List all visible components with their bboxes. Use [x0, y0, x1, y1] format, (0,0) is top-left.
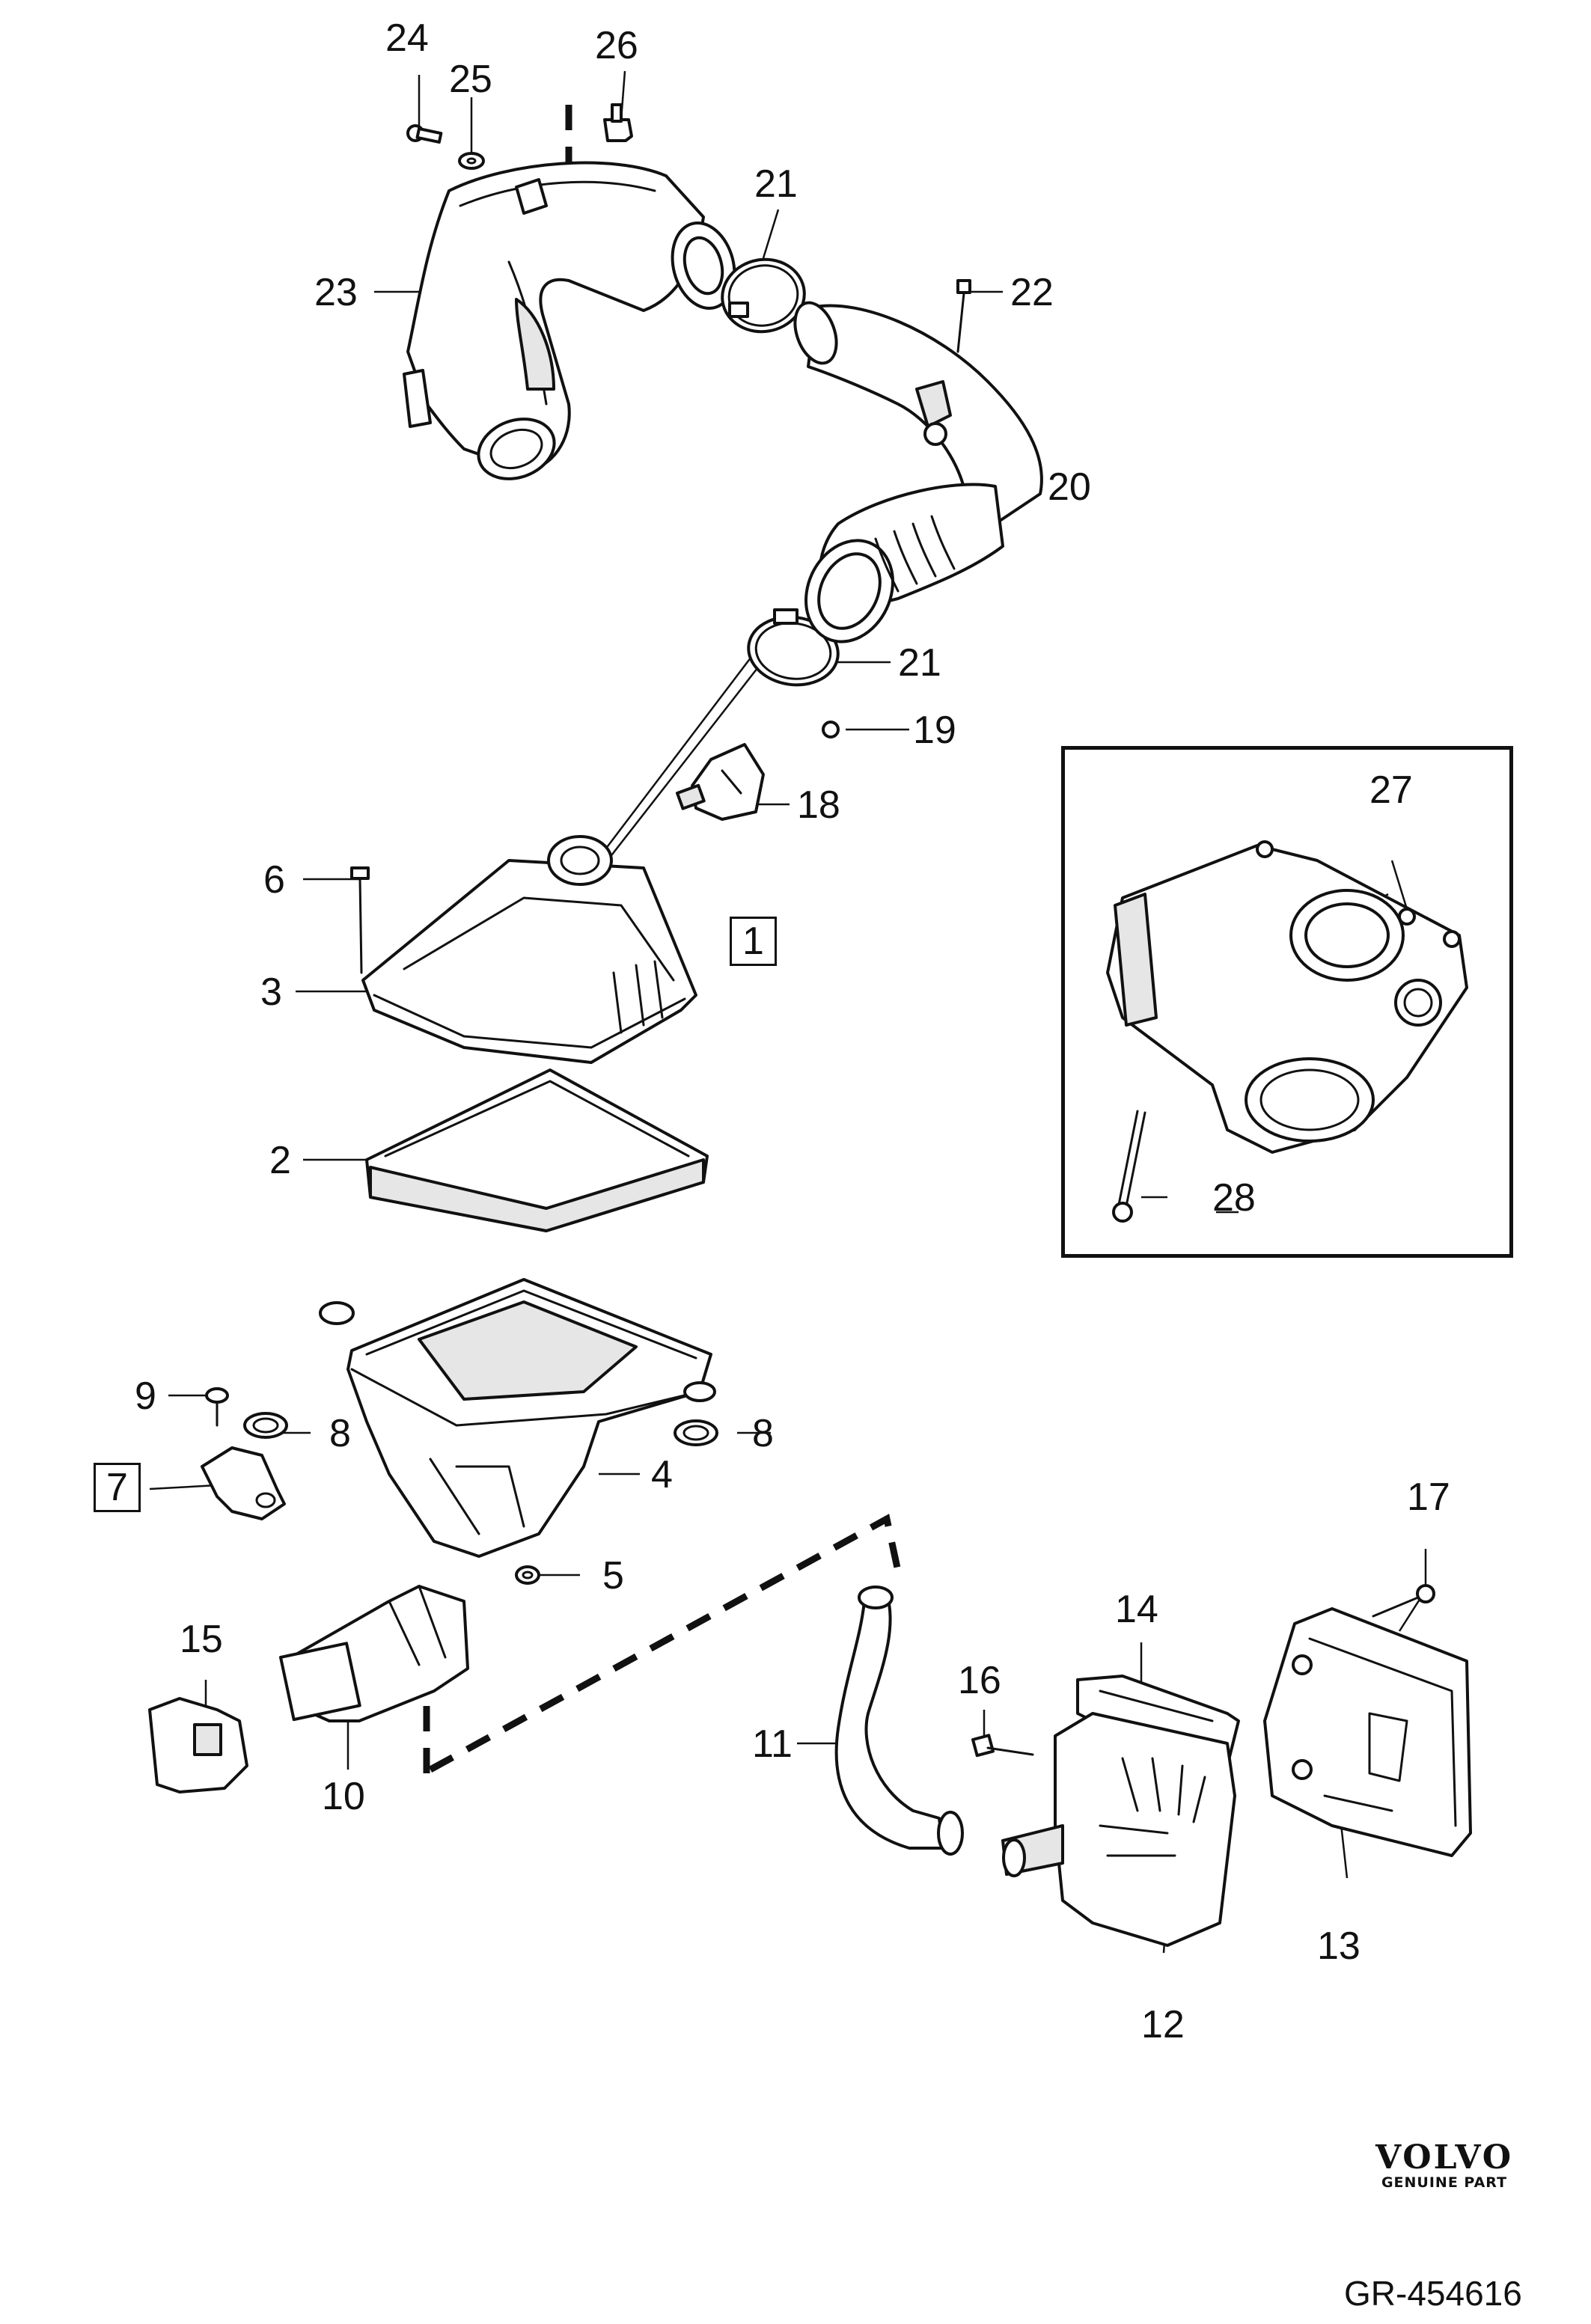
callout-28: 28 [1212, 1176, 1256, 1220]
clamp-21-lower [747, 608, 840, 687]
callout-9: 9 [135, 1374, 156, 1418]
grommet-8-left [243, 1412, 288, 1439]
callout-12: 12 [1141, 2003, 1185, 2046]
callout-19: 19 [913, 709, 956, 752]
callout-1: 1 [730, 917, 777, 966]
callout-8-right: 8 [752, 1412, 774, 1455]
callout-25: 25 [449, 58, 492, 101]
detail-inset-frame [1061, 746, 1513, 1258]
callout-6: 6 [263, 858, 285, 902]
nut-5 [515, 1565, 540, 1585]
callout-20: 20 [1048, 465, 1091, 509]
callout-3: 3 [260, 970, 282, 1014]
callout-10: 10 [322, 1775, 365, 1818]
bolt-16 [971, 1734, 1034, 1758]
callout-7: 7 [94, 1463, 141, 1512]
resonator-body-12 [1001, 1712, 1236, 1947]
bolt-19 [822, 721, 840, 739]
callout-2: 2 [269, 1139, 291, 1182]
intake-duct-10 [279, 1585, 469, 1722]
bolt-17 [1372, 1584, 1435, 1618]
callout-23: 23 [314, 271, 358, 314]
air-duct-20 [793, 301, 1043, 643]
callout-5: 5 [602, 1554, 624, 1597]
filter-housing-4 [319, 1278, 716, 1558]
brand-subtitle: GENUINE PART [1381, 2174, 1508, 2191]
callout-17: 17 [1407, 1476, 1450, 1519]
callout-21-upper: 21 [754, 162, 798, 206]
screw-9 [205, 1387, 229, 1427]
brand-logo: VOLVO GENUINE PART [1355, 2141, 1534, 2192]
clamp-21-upper [721, 257, 806, 334]
grommet-8-right [674, 1419, 718, 1446]
callout-14: 14 [1115, 1588, 1158, 1631]
bracket-7 [201, 1446, 286, 1520]
resonator-cover-13 [1263, 1607, 1472, 1857]
reference-code: GR-454616 [1344, 2274, 1522, 2313]
washer-25 [458, 152, 485, 170]
hose-11 [834, 1585, 964, 1856]
bolt-28 [1112, 1110, 1146, 1223]
filter-cover-3 [361, 835, 697, 1064]
callout-18: 18 [797, 783, 840, 827]
callout-13: 13 [1317, 1924, 1361, 1968]
callout-15: 15 [180, 1618, 223, 1661]
callout-21-lower: 21 [898, 641, 941, 685]
callout-16: 16 [958, 1659, 1001, 1702]
bolt-6 [350, 866, 370, 974]
intake-pipe-23 [403, 161, 736, 480]
bolt-22 [956, 279, 971, 353]
filter-element-2 [365, 1068, 709, 1232]
callout-26: 26 [595, 24, 638, 67]
callout-24: 24 [385, 16, 429, 60]
clip-26 [603, 103, 633, 142]
callout-8-left: 8 [329, 1412, 351, 1455]
callout-4: 4 [651, 1453, 673, 1496]
bolt-24 [406, 124, 443, 144]
bracket-15 [148, 1697, 248, 1794]
throttle-body-27 [1106, 840, 1468, 1154]
callout-22: 22 [1010, 271, 1054, 314]
callout-11: 11 [752, 1722, 793, 1766]
brand-name: VOLVO [1375, 2138, 1514, 2177]
callout-27: 27 [1369, 768, 1413, 812]
sensor-18 [676, 743, 765, 821]
